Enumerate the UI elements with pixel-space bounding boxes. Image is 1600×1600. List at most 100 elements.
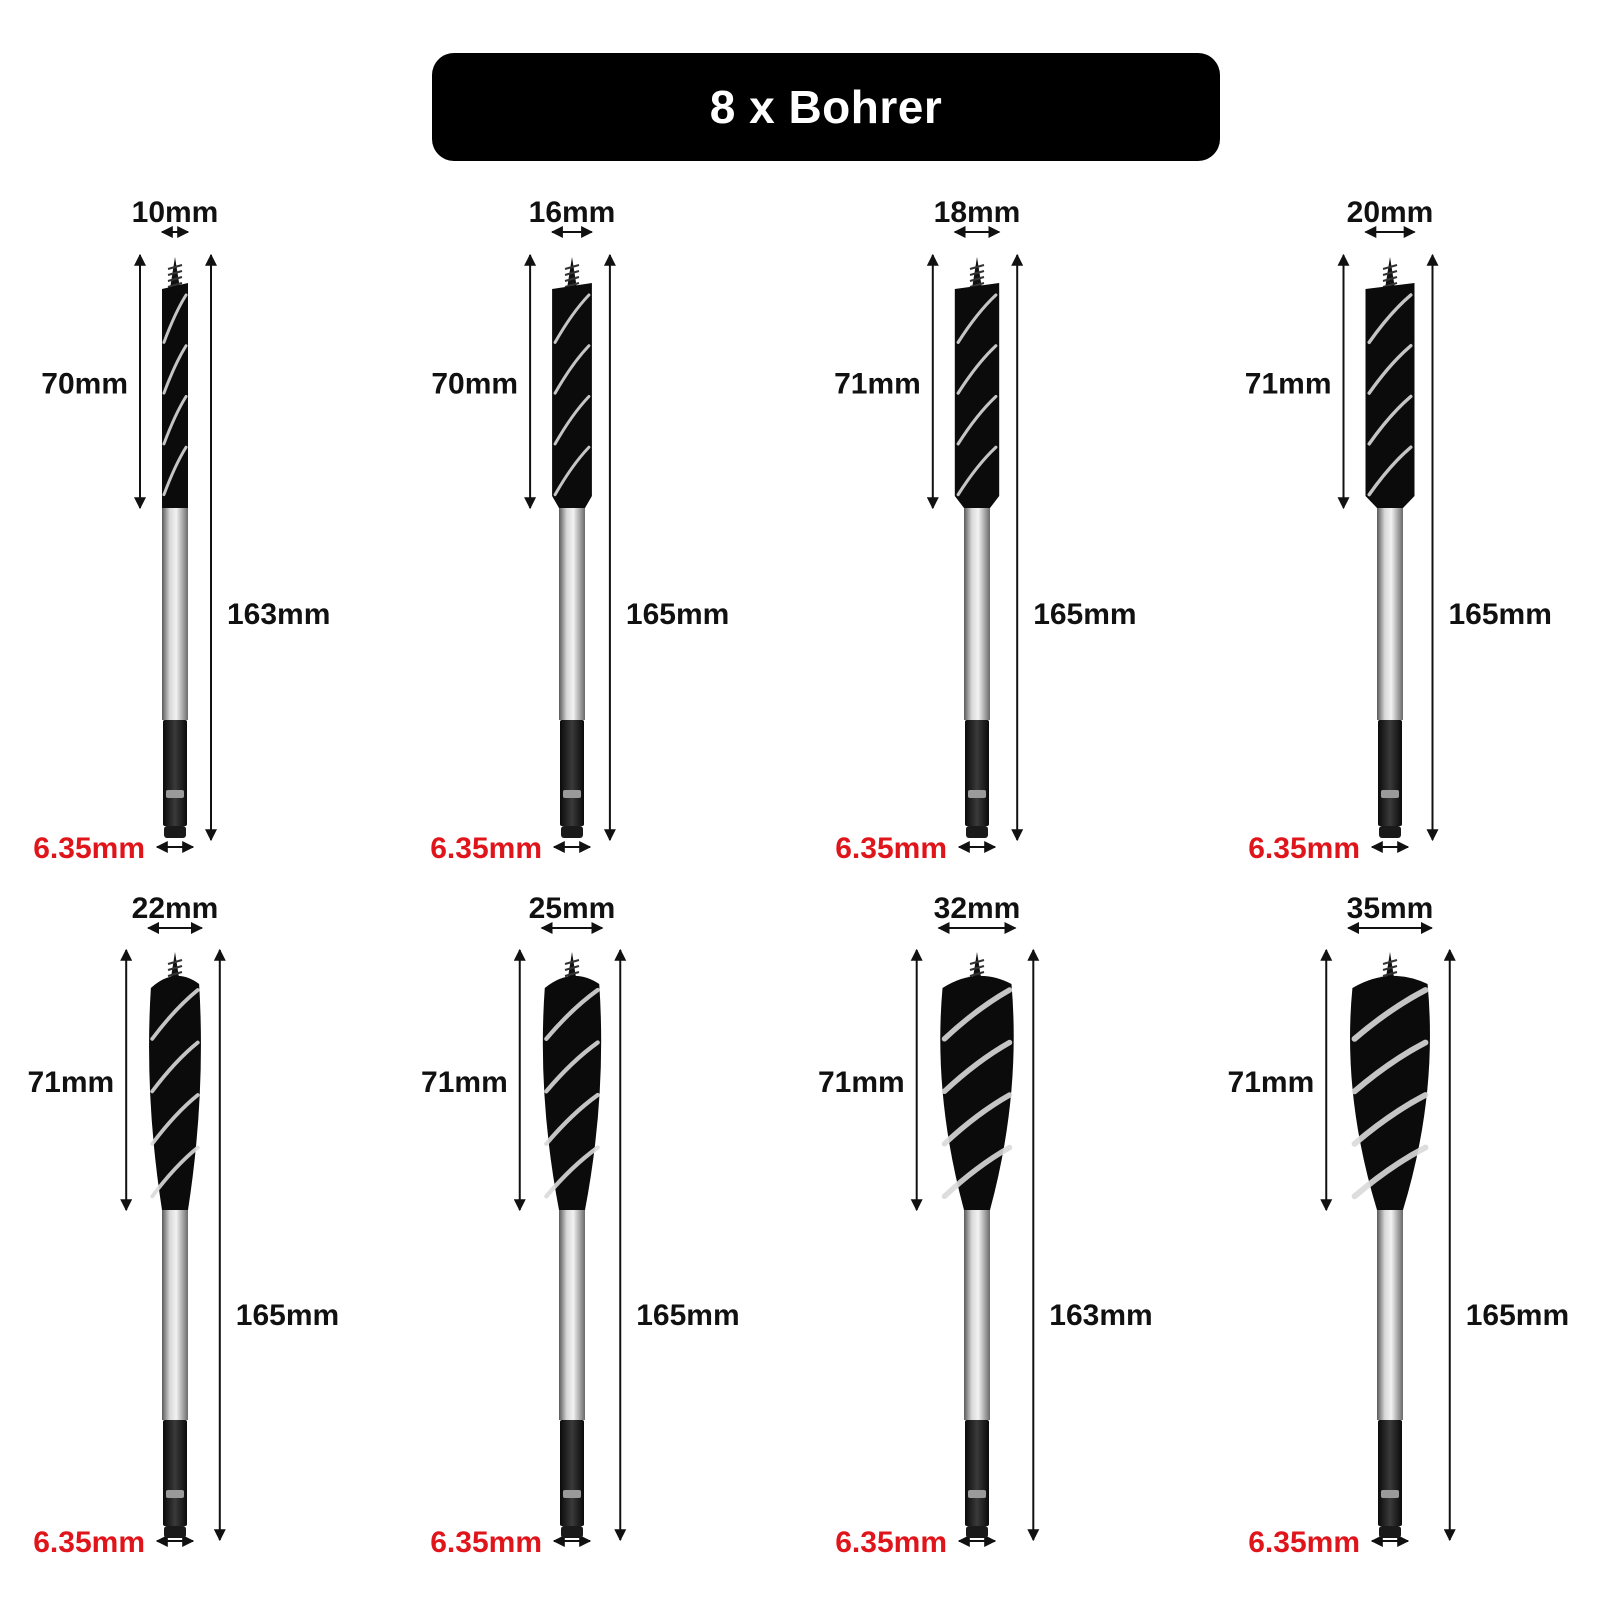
shank-label: 6.35mm [430,1526,542,1559]
flute-highlight [956,445,998,497]
thread [167,282,183,288]
flute-length-label: 71mm [421,1066,508,1099]
flute-highlight [1351,1092,1429,1147]
shank-groove [563,1490,581,1498]
hex-shank [1378,1420,1402,1526]
flute-highlight [941,1092,1013,1147]
hex-shank [560,1420,584,1526]
total-length-label: 165mm [1466,1299,1569,1332]
shank-groove [968,790,986,798]
flute-length-label: 70mm [41,368,128,401]
thread [1382,276,1398,282]
thread [1382,270,1398,276]
diameter-label: 10mm [132,196,219,229]
shank-groove [166,790,184,798]
thread [564,276,580,282]
shaft [964,508,990,720]
flute-highlight [150,1040,200,1094]
shank-tip [561,1526,583,1538]
flute-highlight [544,987,600,1041]
flute-length-label: 71mm [1245,368,1332,401]
shank-label: 6.35mm [33,832,145,865]
thread [969,264,985,270]
flute-highlight [1351,987,1429,1042]
flute-highlight [162,445,188,497]
flute-body [954,283,1000,508]
hex-shank [163,1420,187,1526]
diameter-label: 20mm [1347,196,1434,229]
flute-body [1365,283,1415,508]
diameter-label: 22mm [132,892,219,925]
flute-body [552,283,592,508]
diameter-label: 25mm [529,892,616,925]
thread [167,276,183,282]
shank-tip [164,826,186,838]
flute-length-label: 70mm [431,368,518,401]
thread [564,959,580,965]
diameter-label: 16mm [529,196,616,229]
drill-bit: 35mm 71mm 165mm 6.35mm [1228,892,1570,1559]
flute-highlight [553,395,591,446]
flute-highlight [162,293,188,344]
shaft [559,1210,585,1420]
flute-highlight [544,1040,600,1094]
flute-body [162,283,188,508]
hex-shank [965,1420,989,1526]
flute-body [1350,975,1430,1210]
shaft [1377,508,1403,720]
diameter-label: 32mm [934,892,1021,925]
thread [1382,959,1398,965]
shank-groove [968,1490,986,1498]
shank-groove [1381,1490,1399,1498]
shank-label: 6.35mm [835,1526,947,1559]
flute-highlight [544,1145,600,1199]
hex-shank [1378,720,1402,826]
thread [167,965,183,971]
diameter-label: 35mm [1347,892,1434,925]
hex-shank [163,720,187,826]
thread [167,264,183,270]
total-length-label: 163mm [227,598,330,631]
thread [969,282,985,288]
flute-highlight [553,445,591,497]
flute-highlight [1351,1144,1429,1200]
thread [1382,965,1398,971]
shaft [559,508,585,720]
total-length-label: 163mm [1049,1299,1152,1332]
shaft [162,508,188,720]
shank-label: 6.35mm [33,1526,145,1559]
flute-highlight [941,1144,1013,1200]
flute-length-label: 71mm [818,1066,905,1099]
flute-length-label: 71mm [1228,1066,1315,1099]
hex-shank [965,720,989,826]
total-length-label: 165mm [1033,598,1136,631]
flute-highlight [1367,293,1413,345]
shank-tip [164,1526,186,1538]
flute-body [149,975,201,1210]
thread [1382,264,1398,270]
shank-label: 6.35mm [1248,832,1360,865]
shank-label: 6.35mm [1248,1526,1360,1559]
thread [969,270,985,276]
thread [167,270,183,276]
flute-highlight [162,344,188,395]
total-length-label: 165mm [626,598,729,631]
shank-tip [561,826,583,838]
flute-highlight [1367,344,1413,395]
hex-shank [560,720,584,826]
flute-highlight [1351,1039,1429,1095]
shank-tip [966,826,988,838]
flute-highlight [956,344,998,395]
shank-groove [563,790,581,798]
thread [969,276,985,282]
total-length-label: 165mm [236,1299,339,1332]
shank-tip [1379,1526,1401,1538]
thread [969,971,985,977]
thread [564,971,580,977]
thread [167,971,183,977]
flute-highlight [553,344,591,395]
